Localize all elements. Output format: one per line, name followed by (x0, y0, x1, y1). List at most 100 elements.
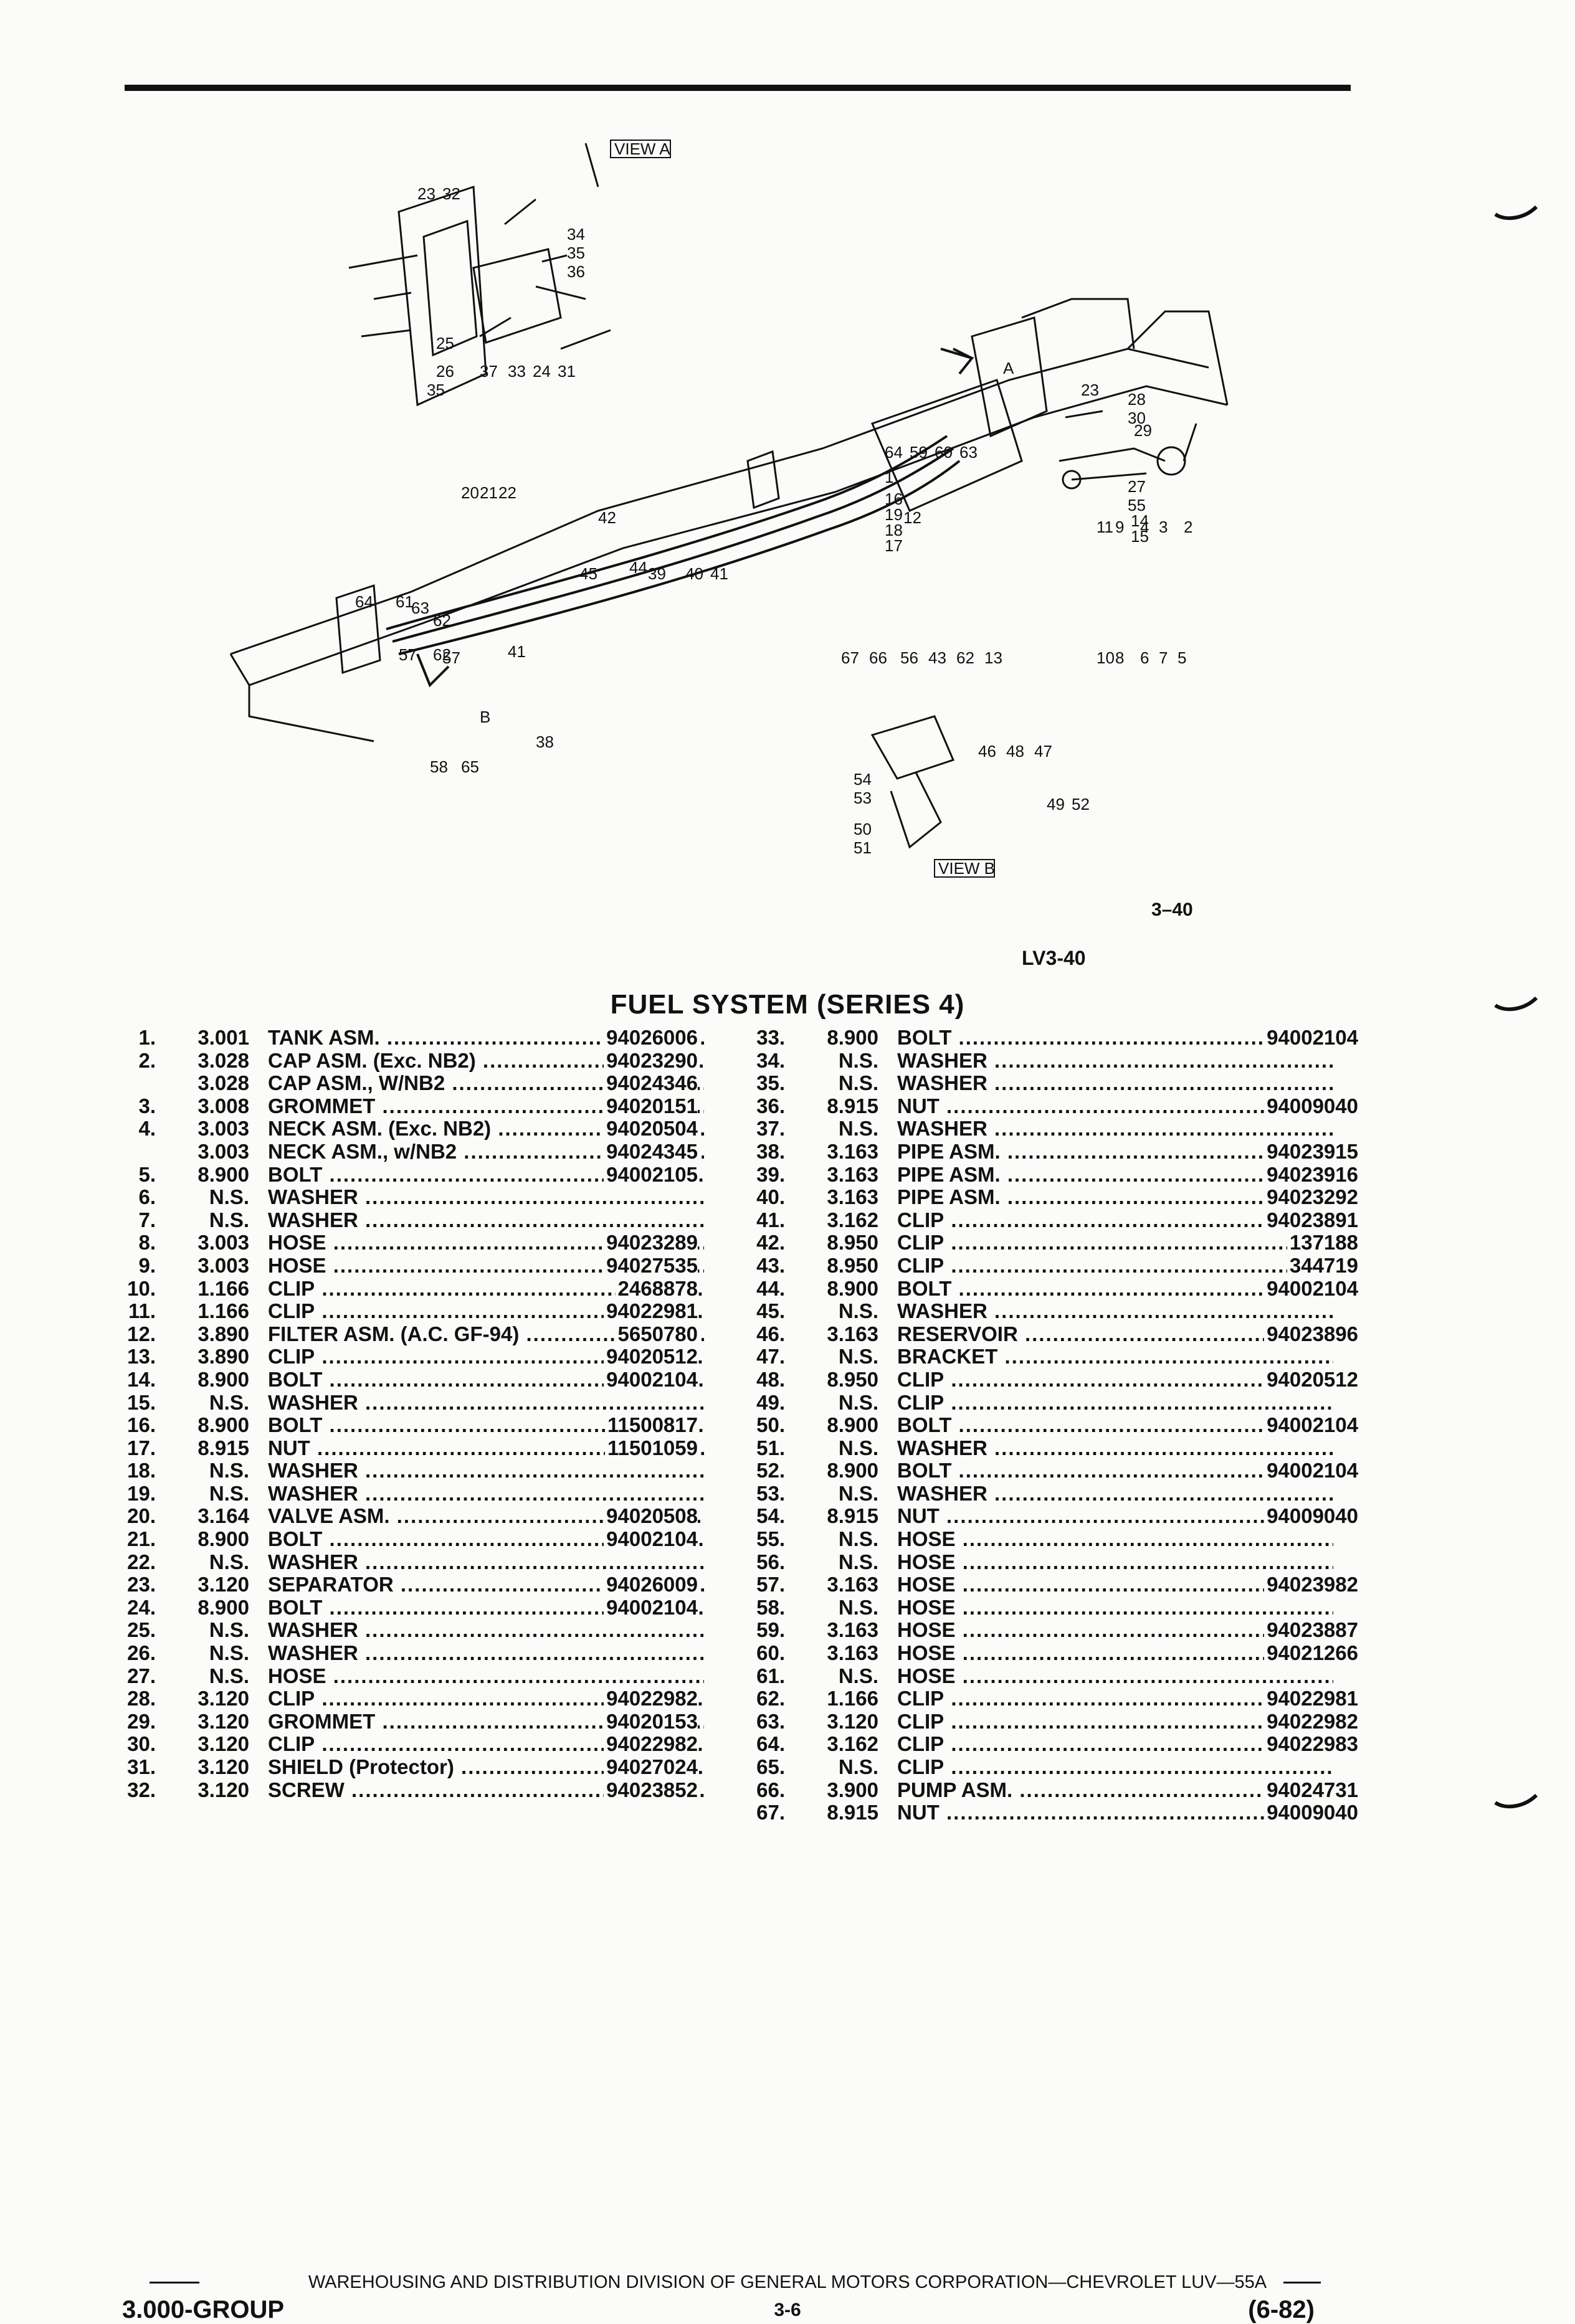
footer-page-number: 3-6 (774, 2300, 801, 2320)
part-number: 94024731 (1264, 1778, 1358, 1802)
part-number: 94023292 (1264, 1186, 1358, 1209)
group-number: 8.915 (827, 1504, 878, 1528)
parts-row: 26.N.S.WASHER (118, 1641, 704, 1665)
part-description: BRACKET (897, 1345, 1333, 1368)
item-number: 1. (138, 1026, 156, 1049)
item-number: 34. (756, 1048, 785, 1072)
part-description: HOSE (897, 1665, 1333, 1687)
group-number: 3.008 (197, 1094, 249, 1117)
item-number: 16. (127, 1413, 156, 1437)
parts-row: 21.8.900BOLT94002104 (118, 1527, 704, 1551)
group-number: N.S. (209, 1641, 249, 1665)
callout-label: 30 (1128, 409, 1146, 427)
part-description: WASHER (268, 1551, 704, 1573)
item-number: 3. (138, 1094, 156, 1117)
callout-label: 3 (1159, 518, 1168, 536)
parts-row: 34.N.S.WASHER (748, 1048, 1358, 1073)
callout-label: 32 (442, 184, 460, 203)
group-number: N.S. (838, 1527, 878, 1551)
part-description-cell: CLIP (897, 1209, 1333, 1232)
group-number: N.S. (838, 1755, 878, 1778)
part-number: 94026006 (604, 1026, 698, 1050)
part-description-cell: BOLT (897, 1459, 1333, 1482)
parts-row: 43.8.950CLIP344719 (748, 1254, 1358, 1278)
footer-division: WAREHOUSING AND DISTRIBUTION DIVISION OF… (308, 2272, 1267, 2292)
item-number: 15. (127, 1390, 156, 1414)
item-number: 64. (756, 1732, 785, 1756)
part-description-cell: WASHER (897, 1050, 1333, 1073)
part-description-cell: WASHER (897, 1117, 1333, 1141)
item-number: 6. (138, 1185, 156, 1209)
part-number: 5650780 (615, 1322, 698, 1346)
group-number: 3.163 (827, 1618, 878, 1642)
parts-row: 30.3.120CLIP94022982 (118, 1733, 704, 1756)
item-number: 9. (138, 1253, 156, 1277)
parts-row: 55.N.S.HOSE (748, 1527, 1358, 1551)
group-number: 3.163 (827, 1162, 878, 1186)
callout-label: 35 (567, 244, 585, 262)
item-number: 24. (127, 1595, 156, 1619)
callout-label: 63 (411, 599, 429, 617)
callout-label: 62 (433, 645, 451, 664)
callout-label: 48 (1006, 742, 1024, 761)
part-number: 94022982 (604, 1687, 698, 1710)
group-number: 3.003 (197, 1117, 249, 1141)
part-number: 94020512 (1264, 1368, 1358, 1392)
part-description: BOLT (897, 1027, 1333, 1049)
callout-label: 21 (480, 483, 498, 502)
callout-label: 57 (399, 645, 417, 664)
parts-row: 59.3.163HOSE94023887 (748, 1618, 1358, 1643)
parts-row: 29.3.120GROMMET94020153 (118, 1710, 704, 1734)
part-description-cell: PIPE ASM. (897, 1186, 1333, 1209)
part-description-cell: BOLT (897, 1278, 1333, 1301)
part-description: PIPE ASM. (897, 1164, 1333, 1186)
callout-label: 23 (417, 184, 435, 203)
item-number: 14. (127, 1367, 156, 1391)
part-description: HOSE (268, 1665, 704, 1687)
part-description: WASHER (268, 1619, 704, 1641)
group-number: 8.900 (197, 1162, 249, 1186)
item-number: 66. (756, 1778, 785, 1801)
group-number: N.S. (838, 1481, 878, 1505)
part-description-cell: WASHER (897, 1437, 1333, 1460)
parts-row: 67.8.915NUT94009040 (748, 1801, 1358, 1824)
parts-row: 23.3.120SEPARATOR94026009 (118, 1573, 704, 1596)
part-number: 94020151 (604, 1094, 698, 1118)
group-number: 1.166 (197, 1276, 249, 1300)
part-number: 94002104 (604, 1368, 698, 1392)
item-number: 21. (127, 1527, 156, 1551)
group-number: 3.003 (197, 1231, 249, 1254)
part-description-cell: HOSE (897, 1665, 1333, 1688)
part-description: WASHER (897, 1072, 1333, 1094)
part-description-cell: CLIP (897, 1231, 1333, 1254)
part-description-cell: CLIP (897, 1733, 1333, 1756)
part-number: 94027535 (604, 1254, 698, 1278)
part-description: WASHER (268, 1186, 704, 1208)
parts-row: 17.8.915NUT11501059 (118, 1436, 704, 1460)
parts-row: 10.1.166CLIP2468878 (118, 1276, 704, 1301)
item-number: 52. (756, 1459, 785, 1482)
item-number: 26. (127, 1641, 156, 1665)
parts-row: 15.N.S.WASHER (118, 1390, 704, 1415)
parts-row: 42.8.950CLIP137188 (748, 1231, 1358, 1254)
part-description-cell: CLIP (897, 1710, 1333, 1734)
part-number: 94023891 (1264, 1208, 1358, 1232)
part-number: 94002104 (1264, 1026, 1358, 1050)
part-description: CLIP (897, 1254, 1333, 1277)
parts-row: 5.8.900BOLT94002105 (118, 1162, 704, 1187)
part-description-cell: BRACKET (897, 1345, 1333, 1368)
part-number: 94020504 (604, 1117, 698, 1141)
group-number: 8.950 (827, 1367, 878, 1391)
part-number: 94023290 (604, 1049, 698, 1073)
item-number: 43. (756, 1253, 785, 1277)
part-number: 94023915 (1264, 1140, 1358, 1164)
part-description: CLIP (897, 1231, 1333, 1254)
group-number: N.S. (209, 1208, 249, 1231)
group-number: 3.120 (827, 1709, 878, 1733)
callout-label: 62 (956, 648, 974, 667)
item-number: 54. (756, 1504, 785, 1528)
